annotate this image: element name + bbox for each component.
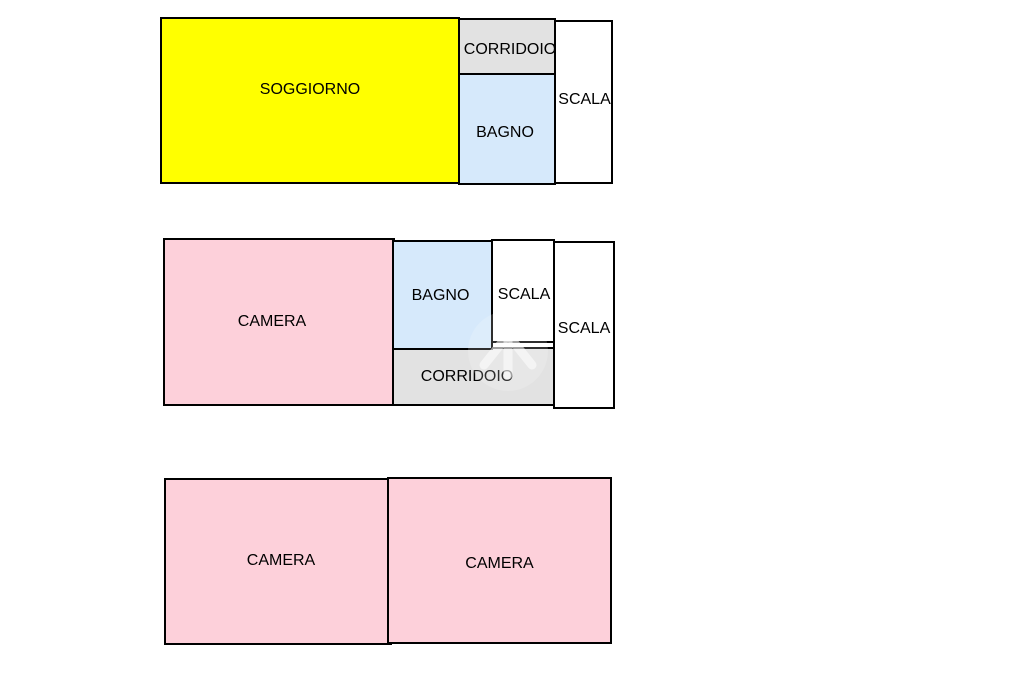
- room-label-bagno: BAGNO: [411, 287, 470, 304]
- room-scala-outer: SCALA: [553, 241, 615, 409]
- room-label-scala: SCALA: [557, 320, 611, 337]
- room-label-corridoio: CORRIDOIO: [420, 367, 514, 385]
- room-label-camera: CAMERA: [237, 313, 307, 330]
- room-soggiorno: SOGGIORNO: [160, 17, 460, 184]
- room-label-scala: SCALA: [558, 91, 611, 108]
- room-bagno: BAGNO: [392, 240, 493, 350]
- room-label-bagno: BAGNO: [476, 124, 534, 141]
- room-corridoio: CORRIDOIO: [392, 347, 556, 406]
- room-label-scala: SCALA: [497, 286, 551, 303]
- room-bagno: BAGNO: [458, 73, 556, 185]
- room-label-camera: CAMERA: [465, 554, 534, 572]
- room-scala-inner: SCALA: [491, 239, 555, 343]
- room-corridoio: CORRIDOIO: [458, 18, 556, 75]
- room-label-camera: CAMERA: [246, 551, 316, 569]
- room-label-soggiorno: SOGGIORNO: [259, 80, 361, 98]
- room-scala: SCALA: [554, 20, 613, 184]
- room-label-corridoio: CORRIDOIO: [463, 40, 557, 58]
- room-camera: CAMERA: [163, 238, 395, 406]
- room-camera-left: CAMERA: [164, 478, 392, 645]
- room-camera-right: CAMERA: [387, 477, 612, 644]
